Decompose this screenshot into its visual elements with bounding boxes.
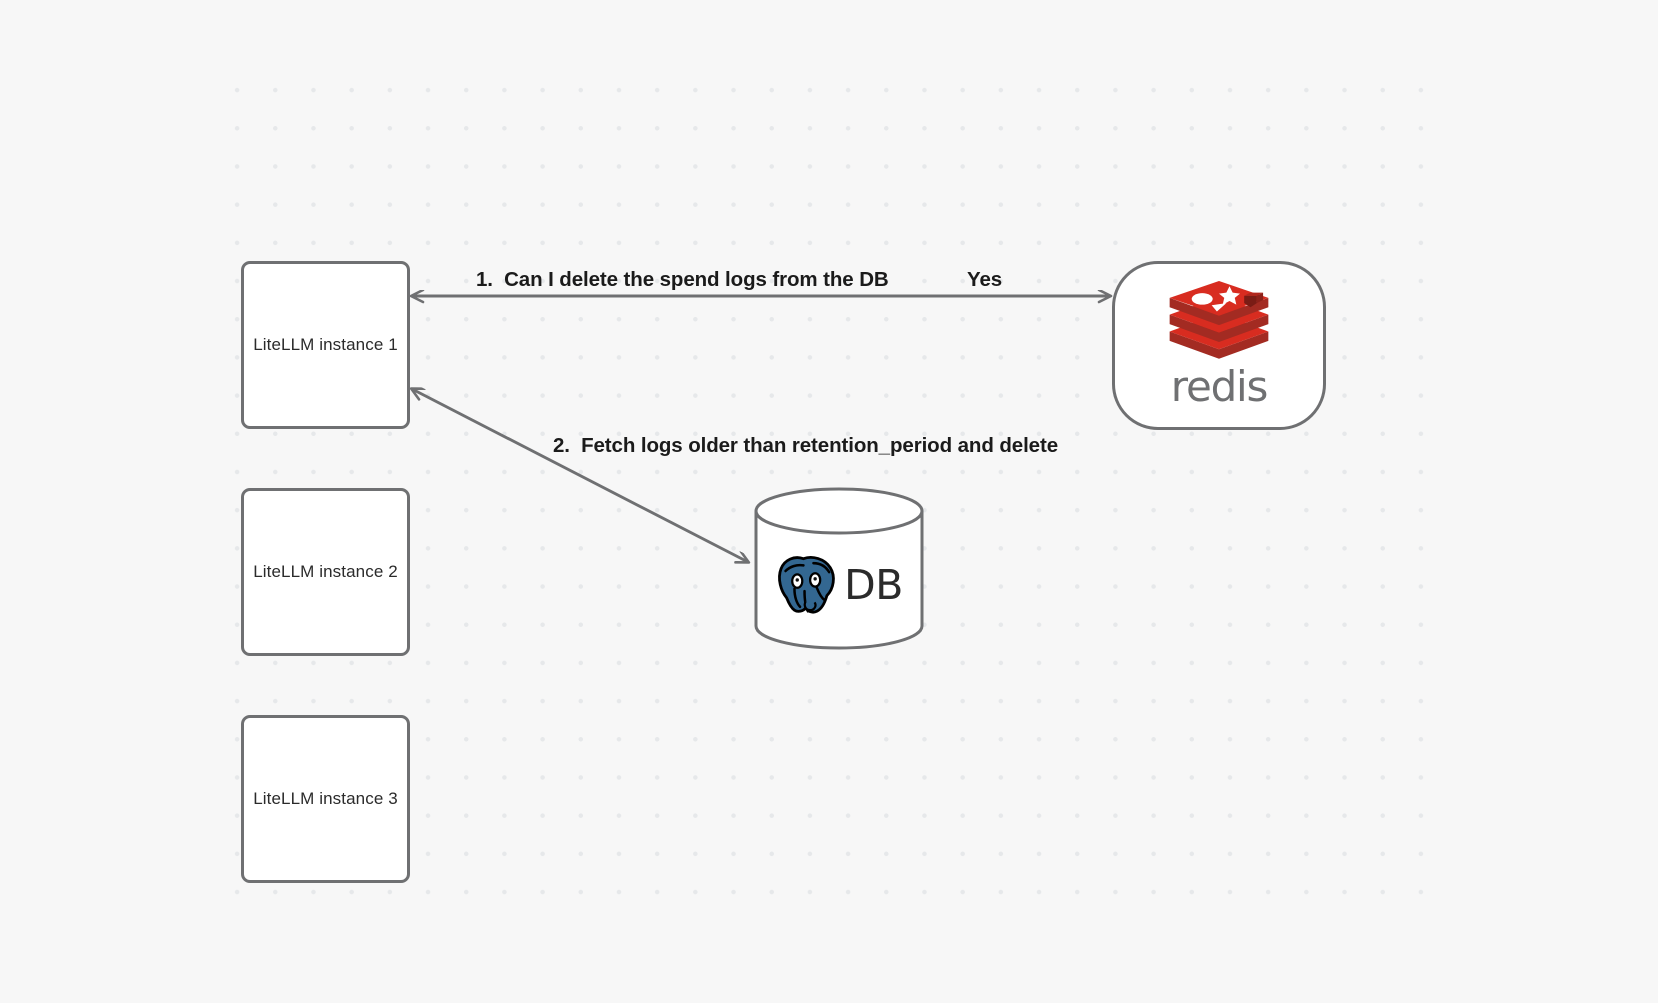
node-litellm-instance-3[interactable]: LiteLLM instance 3	[241, 715, 410, 883]
redis-logo-icon: redis	[1165, 280, 1273, 408]
redis-stack-icon	[1169, 280, 1269, 359]
node-litellm-instance-1[interactable]: LiteLLM instance 1	[241, 261, 410, 429]
redis-wordmark: redis	[1170, 361, 1269, 411]
node-label: LiteLLM instance 3	[253, 789, 398, 808]
edge-litellm1-db	[412, 389, 748, 562]
edge-label-step-1-reply: Yes	[967, 268, 1003, 291]
node-database[interactable]: DB	[753, 487, 925, 650]
cylinder-shape-icon	[754, 487, 924, 650]
node-litellm-instance-2[interactable]: LiteLLM instance 2	[241, 488, 410, 656]
node-label: LiteLLM instance 1	[253, 335, 398, 354]
edge-label-step-2: 2. Fetch logs older than retention_perio…	[553, 434, 1058, 457]
edge-label-step-1: 1. Can I delete the spend logs from the …	[476, 268, 889, 291]
node-redis[interactable]: redis	[1112, 261, 1326, 430]
node-label: LiteLLM instance 2	[253, 562, 398, 581]
